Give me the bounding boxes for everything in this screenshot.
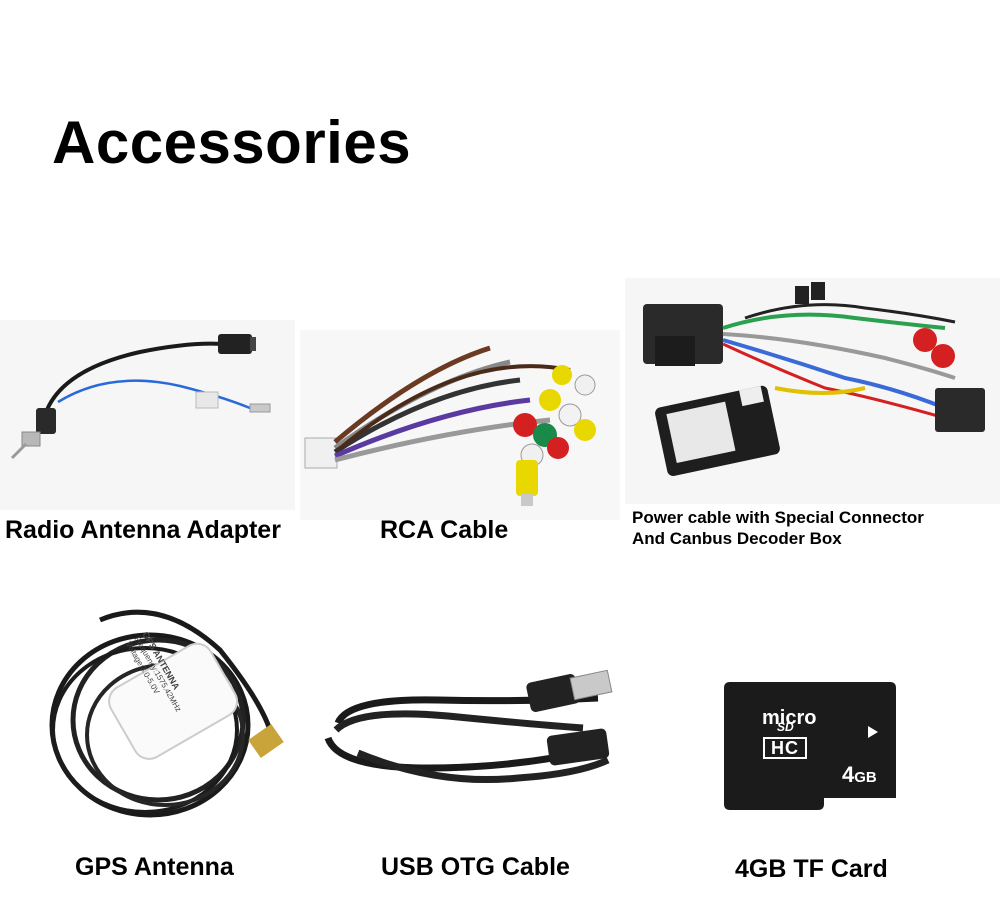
sd-logo-hc: HC [763, 737, 807, 759]
power-cable-image [625, 278, 1000, 504]
sd-logo-sd: SD [777, 720, 794, 734]
sd-capacity-unit: GB [854, 769, 877, 786]
radio-antenna-adapter-image [0, 320, 295, 510]
gps-antenna-label: GPS Antenna [75, 853, 234, 881]
tf-card-image [724, 682, 896, 810]
sd-logo-micro: micro [762, 707, 817, 729]
power-cable-label-line2: And Canbus Decoder Box [632, 529, 842, 548]
rca-cable-label: RCA Cable [380, 516, 509, 544]
tf-card-label: 4GB TF Card [735, 855, 888, 883]
page-title: Accessories [52, 109, 412, 176]
radio-antenna-adapter-label: Radio Antenna Adapter [5, 516, 281, 544]
play-arrow-icon [868, 726, 878, 738]
gps-antenna-image [40, 590, 310, 830]
usb-otg-cable-label: USB OTG Cable [381, 853, 570, 881]
sd-capacity-number: 4 [842, 762, 855, 787]
usb-otg-cable-image [318, 668, 623, 798]
sd-capacity: 4GB [842, 762, 877, 788]
power-cable-label-line1: Power cable with Special Connector [632, 508, 924, 527]
rca-cable-image [300, 330, 620, 520]
